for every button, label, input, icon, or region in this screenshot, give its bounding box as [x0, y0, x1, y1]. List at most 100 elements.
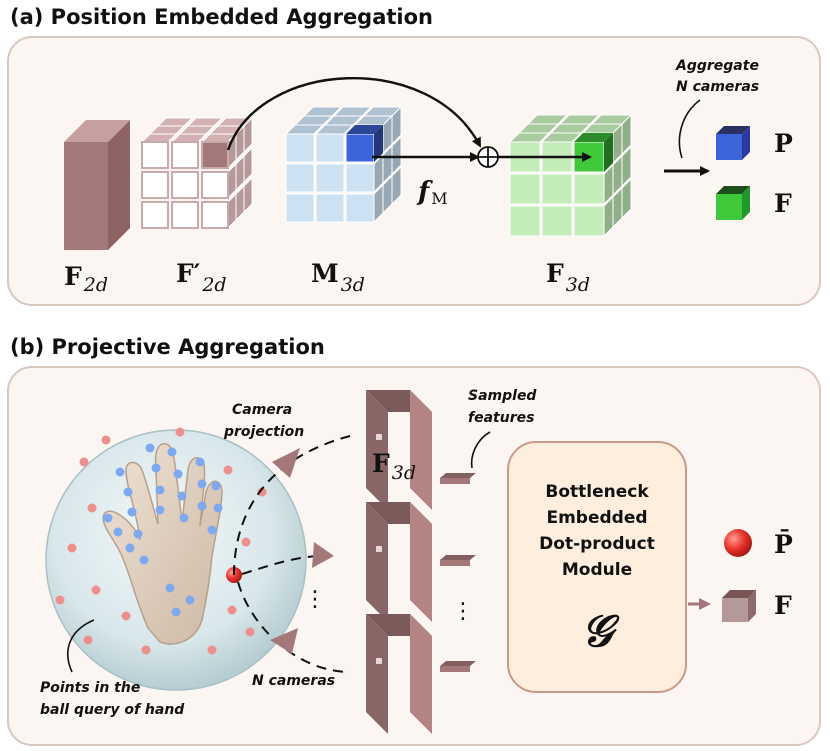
ball-points [55, 427, 267, 655]
cube-front-cell [509, 173, 541, 205]
slab-right [410, 614, 432, 734]
ball-query-point [175, 427, 185, 437]
hand-joint-point [185, 595, 195, 605]
grid-cell [171, 141, 199, 169]
cube-front-cell [285, 133, 315, 163]
f2dp-feature-grid [140, 116, 254, 230]
sampled-bar [440, 666, 470, 672]
camera-arc-mid [241, 555, 319, 575]
hand-joint-point [155, 485, 165, 495]
camera-projection-line1: Camera [232, 402, 292, 418]
camera-cone-mid [312, 542, 334, 568]
output-f-label: F [774, 189, 792, 218]
cube-front-cell [541, 205, 573, 237]
cube-front-cell [573, 205, 605, 237]
hand-joint-point [197, 501, 207, 511]
sampled-bar [440, 560, 470, 566]
cube-front-cell [509, 205, 541, 237]
sampled-bar [440, 478, 470, 484]
aggregate-line2: N cameras [676, 79, 759, 95]
cube-front-cell [573, 173, 605, 205]
ball-query-point [67, 543, 77, 553]
ball-query-point [91, 585, 101, 595]
aggregate-line1: Aggregate [675, 58, 759, 74]
hand-joint-point [133, 529, 143, 539]
hand-joint-point [151, 463, 161, 473]
cube-front-cell [315, 163, 345, 193]
hand-joint-point [195, 457, 205, 467]
label-f2d-prime: F′2d [176, 259, 227, 296]
cube-front-cell [315, 133, 345, 163]
camera-cone-top [272, 448, 300, 478]
cube-highlight-cell [345, 133, 375, 163]
ball-query-point [141, 645, 151, 655]
slab-right [410, 502, 432, 622]
cube-front-cell [315, 193, 345, 223]
ball-query-point [55, 595, 65, 605]
output-f-label-b: F [774, 591, 792, 620]
sampled-bar-top [440, 473, 476, 478]
points-label-line1: Points in the [40, 680, 140, 696]
hand-joint-point [213, 503, 223, 513]
grid-cell [201, 171, 229, 199]
grid-cell [171, 201, 199, 229]
hand-joint-point [179, 513, 189, 523]
n-cameras-label: N cameras [252, 673, 335, 689]
sampled-pointer [470, 431, 491, 469]
output-f-cube [716, 186, 750, 220]
ball-query-point [245, 627, 255, 637]
cube-front-cell [285, 193, 315, 223]
section-a-title: (a) Position Embedded Aggregation [10, 5, 433, 29]
ball-query-point [83, 635, 93, 645]
hand-joint-point [127, 507, 137, 517]
ball-query-point [207, 645, 217, 655]
ball-query-point [101, 435, 111, 445]
slab-sample-cell [376, 546, 382, 552]
camera-projection-line2: projection [223, 424, 304, 440]
hand-image [102, 443, 223, 645]
cube-front-cell [285, 163, 315, 193]
grid-cell [141, 171, 169, 199]
output-sphere [724, 529, 752, 557]
m3d-position-volume [284, 105, 403, 224]
f2d-feature-map [64, 120, 130, 250]
slab-left [366, 390, 388, 510]
section-b-title: (b) Projective Aggregation [10, 335, 325, 359]
points-pointer [67, 619, 95, 673]
grid-cell [171, 171, 199, 199]
hand-joint-point [171, 607, 181, 617]
module-line3: Dot-product [539, 534, 655, 554]
sampled-features-line2: features [468, 410, 534, 426]
ball-query-point [241, 537, 251, 547]
points-label-line2: ball query of hand [40, 702, 185, 718]
output-p-label: P [774, 129, 793, 158]
ball-query-point [121, 611, 131, 621]
cube-highlight-side [604, 133, 613, 172]
slab-left [366, 502, 388, 622]
output-p-cube [716, 126, 750, 160]
ball-query-point [223, 465, 233, 475]
f3d-feature-volume [508, 113, 633, 238]
hand-joint-point [177, 491, 187, 501]
dots-samples: ⋮ [452, 599, 474, 624]
module-line4: Module [562, 560, 632, 580]
sampled-bar-top [440, 555, 476, 560]
cube-highlight-top [574, 133, 613, 142]
cube-front-cell [541, 173, 573, 205]
hand-joint-point [139, 555, 149, 565]
hand-joint-point [145, 443, 155, 453]
sampled-features-line1: Sampled [468, 388, 537, 404]
module-line2: Embedded [546, 508, 647, 528]
aggregate-pointer [678, 99, 701, 159]
cube-highlight-side [374, 125, 383, 162]
output-feature-cube [722, 590, 756, 622]
cube-highlight-top [346, 125, 383, 134]
hand-joint-point [207, 525, 217, 535]
hand-joint-point [173, 469, 183, 479]
sampled-bar-top [440, 661, 476, 666]
slab-sample-cell [376, 658, 382, 664]
slab-sample-cell [376, 434, 382, 440]
